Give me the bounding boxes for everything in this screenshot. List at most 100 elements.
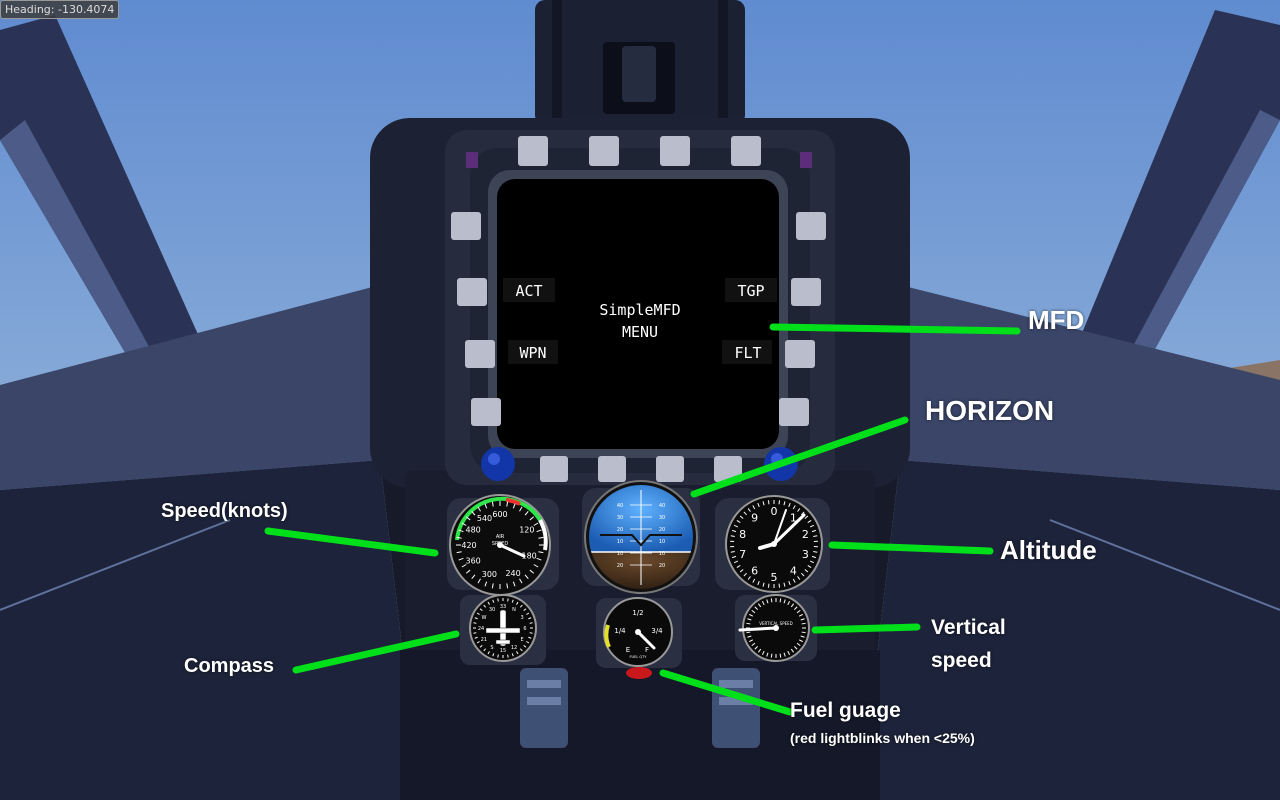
fuel-face-label: FUEL QTY	[630, 655, 648, 659]
mfd-subtitle: MENU	[622, 323, 658, 341]
fuel-warning-light	[626, 667, 652, 679]
vertical-speed-callout-line	[811, 623, 921, 634]
speed-callout-label: Speed(knots)	[161, 500, 288, 522]
compass-number: 6	[523, 626, 526, 632]
vertical-speed-callout-label-2: speed	[931, 649, 992, 672]
mfd-osb-bottom-1[interactable]	[540, 456, 568, 482]
mfd-osb-right-3[interactable]	[785, 340, 815, 368]
horizon-pitch-label: 20	[659, 527, 665, 533]
cockpit-sill-left	[0, 285, 380, 490]
compass-number: W	[481, 615, 486, 621]
vsi-face-label: VERTICAL SPEED	[759, 621, 793, 626]
horizon-pitch-label: 10	[659, 539, 665, 545]
speed-callout-line	[264, 527, 439, 557]
mfd-title: SimpleMFD	[599, 301, 680, 319]
mfd-osb-right-4[interactable]	[779, 398, 809, 426]
vertical-speed-indicator: VERTICAL SPEED	[738, 594, 810, 662]
compass-callout-line	[292, 630, 460, 674]
airspeed-tick-label: 240	[505, 569, 520, 578]
heading-readout: Heading: -130.4074	[0, 0, 120, 19]
altimeter-number: 8	[739, 528, 746, 541]
mfd-osb-left-4[interactable]	[471, 398, 501, 426]
compass-number: 12	[511, 645, 517, 651]
altimeter-number: 4	[790, 565, 797, 578]
mfd-osb-bottom-3[interactable]	[656, 456, 684, 482]
horizon-pitch-label: 30	[659, 515, 665, 521]
altimeter-number: 2	[802, 528, 809, 541]
horizon-pitch-label: 40	[659, 503, 665, 509]
fuel-label: 1/4	[614, 627, 626, 635]
compass-number: 21	[481, 637, 487, 643]
airspeed-tick-label: 120	[519, 526, 534, 535]
compass-number: 30	[489, 607, 495, 613]
horizon-pitch-label: 20	[659, 563, 665, 569]
mfd-callout-label: MFD	[1028, 305, 1085, 335]
horizon-pitch-label: 10	[617, 539, 623, 545]
altimeter-number: 1	[790, 511, 797, 524]
airspeed-tick-label: 540	[477, 514, 492, 523]
mfd-osb-left-1[interactable]	[451, 212, 481, 240]
airspeed-tick-label: 180	[521, 552, 536, 561]
mfd-osb-right-1[interactable]	[796, 212, 826, 240]
rudder-pedals	[520, 668, 760, 748]
mfd-osb-left-2[interactable]	[457, 278, 487, 306]
horizon-pitch-label: 20	[617, 527, 623, 533]
compass-callout-label: Compass	[184, 655, 275, 677]
vertical-speed-callout-label: Vertical	[931, 616, 1006, 639]
airspeed-face-label: AIR	[496, 534, 505, 540]
airspeed-tick-label: 300	[482, 570, 497, 579]
airspeed-tick-label: 420	[461, 541, 476, 550]
altimeter-number: 9	[751, 511, 758, 524]
mfd-wpn-button[interactable]: WPN	[519, 344, 546, 362]
canopy-frame-left-inner	[0, 120, 170, 395]
canopy-frame-right	[1075, 10, 1280, 395]
compass-number: E	[520, 637, 523, 643]
mfd-osb-left-3[interactable]	[465, 340, 495, 368]
mfd-osb-top-4[interactable]	[731, 136, 761, 166]
horizon-pitch-label: 10	[659, 551, 665, 557]
fuel-callout-note: (red lightblinks when <25%)	[790, 730, 975, 746]
altimeter-number: 5	[771, 571, 778, 584]
mfd-osb-bottom-2[interactable]	[598, 456, 626, 482]
altitude-callout-label: Altitude	[1000, 535, 1097, 565]
horizon-callout-label: HORIZON	[925, 395, 1055, 426]
airspeed-tick-label: 600	[492, 510, 507, 519]
mfd-knob-left[interactable]	[481, 447, 515, 481]
mfd-osb-bottom-4[interactable]	[714, 456, 742, 482]
fuel-callout-label: Fuel guage	[790, 699, 901, 722]
horizon-callout-line	[690, 416, 909, 498]
fuel-label: F	[645, 646, 649, 654]
mfd-act-button[interactable]: ACT	[515, 282, 542, 300]
altimeter-number: 7	[739, 548, 746, 561]
compass-number: N	[512, 607, 516, 613]
mfd-tgp-button[interactable]: TGP	[737, 282, 764, 300]
canopy-frame-right-inner	[1112, 110, 1280, 395]
mfd-osb-top-3[interactable]	[660, 136, 690, 166]
airspeed-tick-label: 360	[466, 557, 481, 566]
mfd-flt-button[interactable]: FLT	[734, 344, 761, 362]
fuel-label: E	[626, 646, 630, 654]
cockpit-wall-left	[0, 460, 420, 800]
horizon-pitch-label: 40	[617, 503, 623, 509]
canopy-frame-left	[0, 15, 205, 395]
mfd-osb-top-2[interactable]	[589, 136, 619, 166]
fuel-label: 1/2	[632, 609, 643, 617]
compass-number: 3	[520, 615, 523, 621]
compass-number: 24	[478, 626, 484, 632]
altimeter-number: 6	[751, 565, 758, 578]
horizon-pitch-label: 20	[617, 563, 623, 569]
compass-number: 33	[500, 604, 506, 610]
mfd-osb-right-2[interactable]	[791, 278, 821, 306]
compass-number: 15	[500, 648, 506, 654]
fuel-label: 3/4	[651, 627, 663, 635]
fuel-gauge: 1/2 1/4 3/4E F FUEL QTY	[603, 597, 673, 667]
compass-number: S	[490, 645, 493, 651]
mfd-osb-top-1[interactable]	[518, 136, 548, 166]
altimeter-number: 0	[771, 505, 778, 518]
altitude-callout-line	[828, 541, 994, 555]
